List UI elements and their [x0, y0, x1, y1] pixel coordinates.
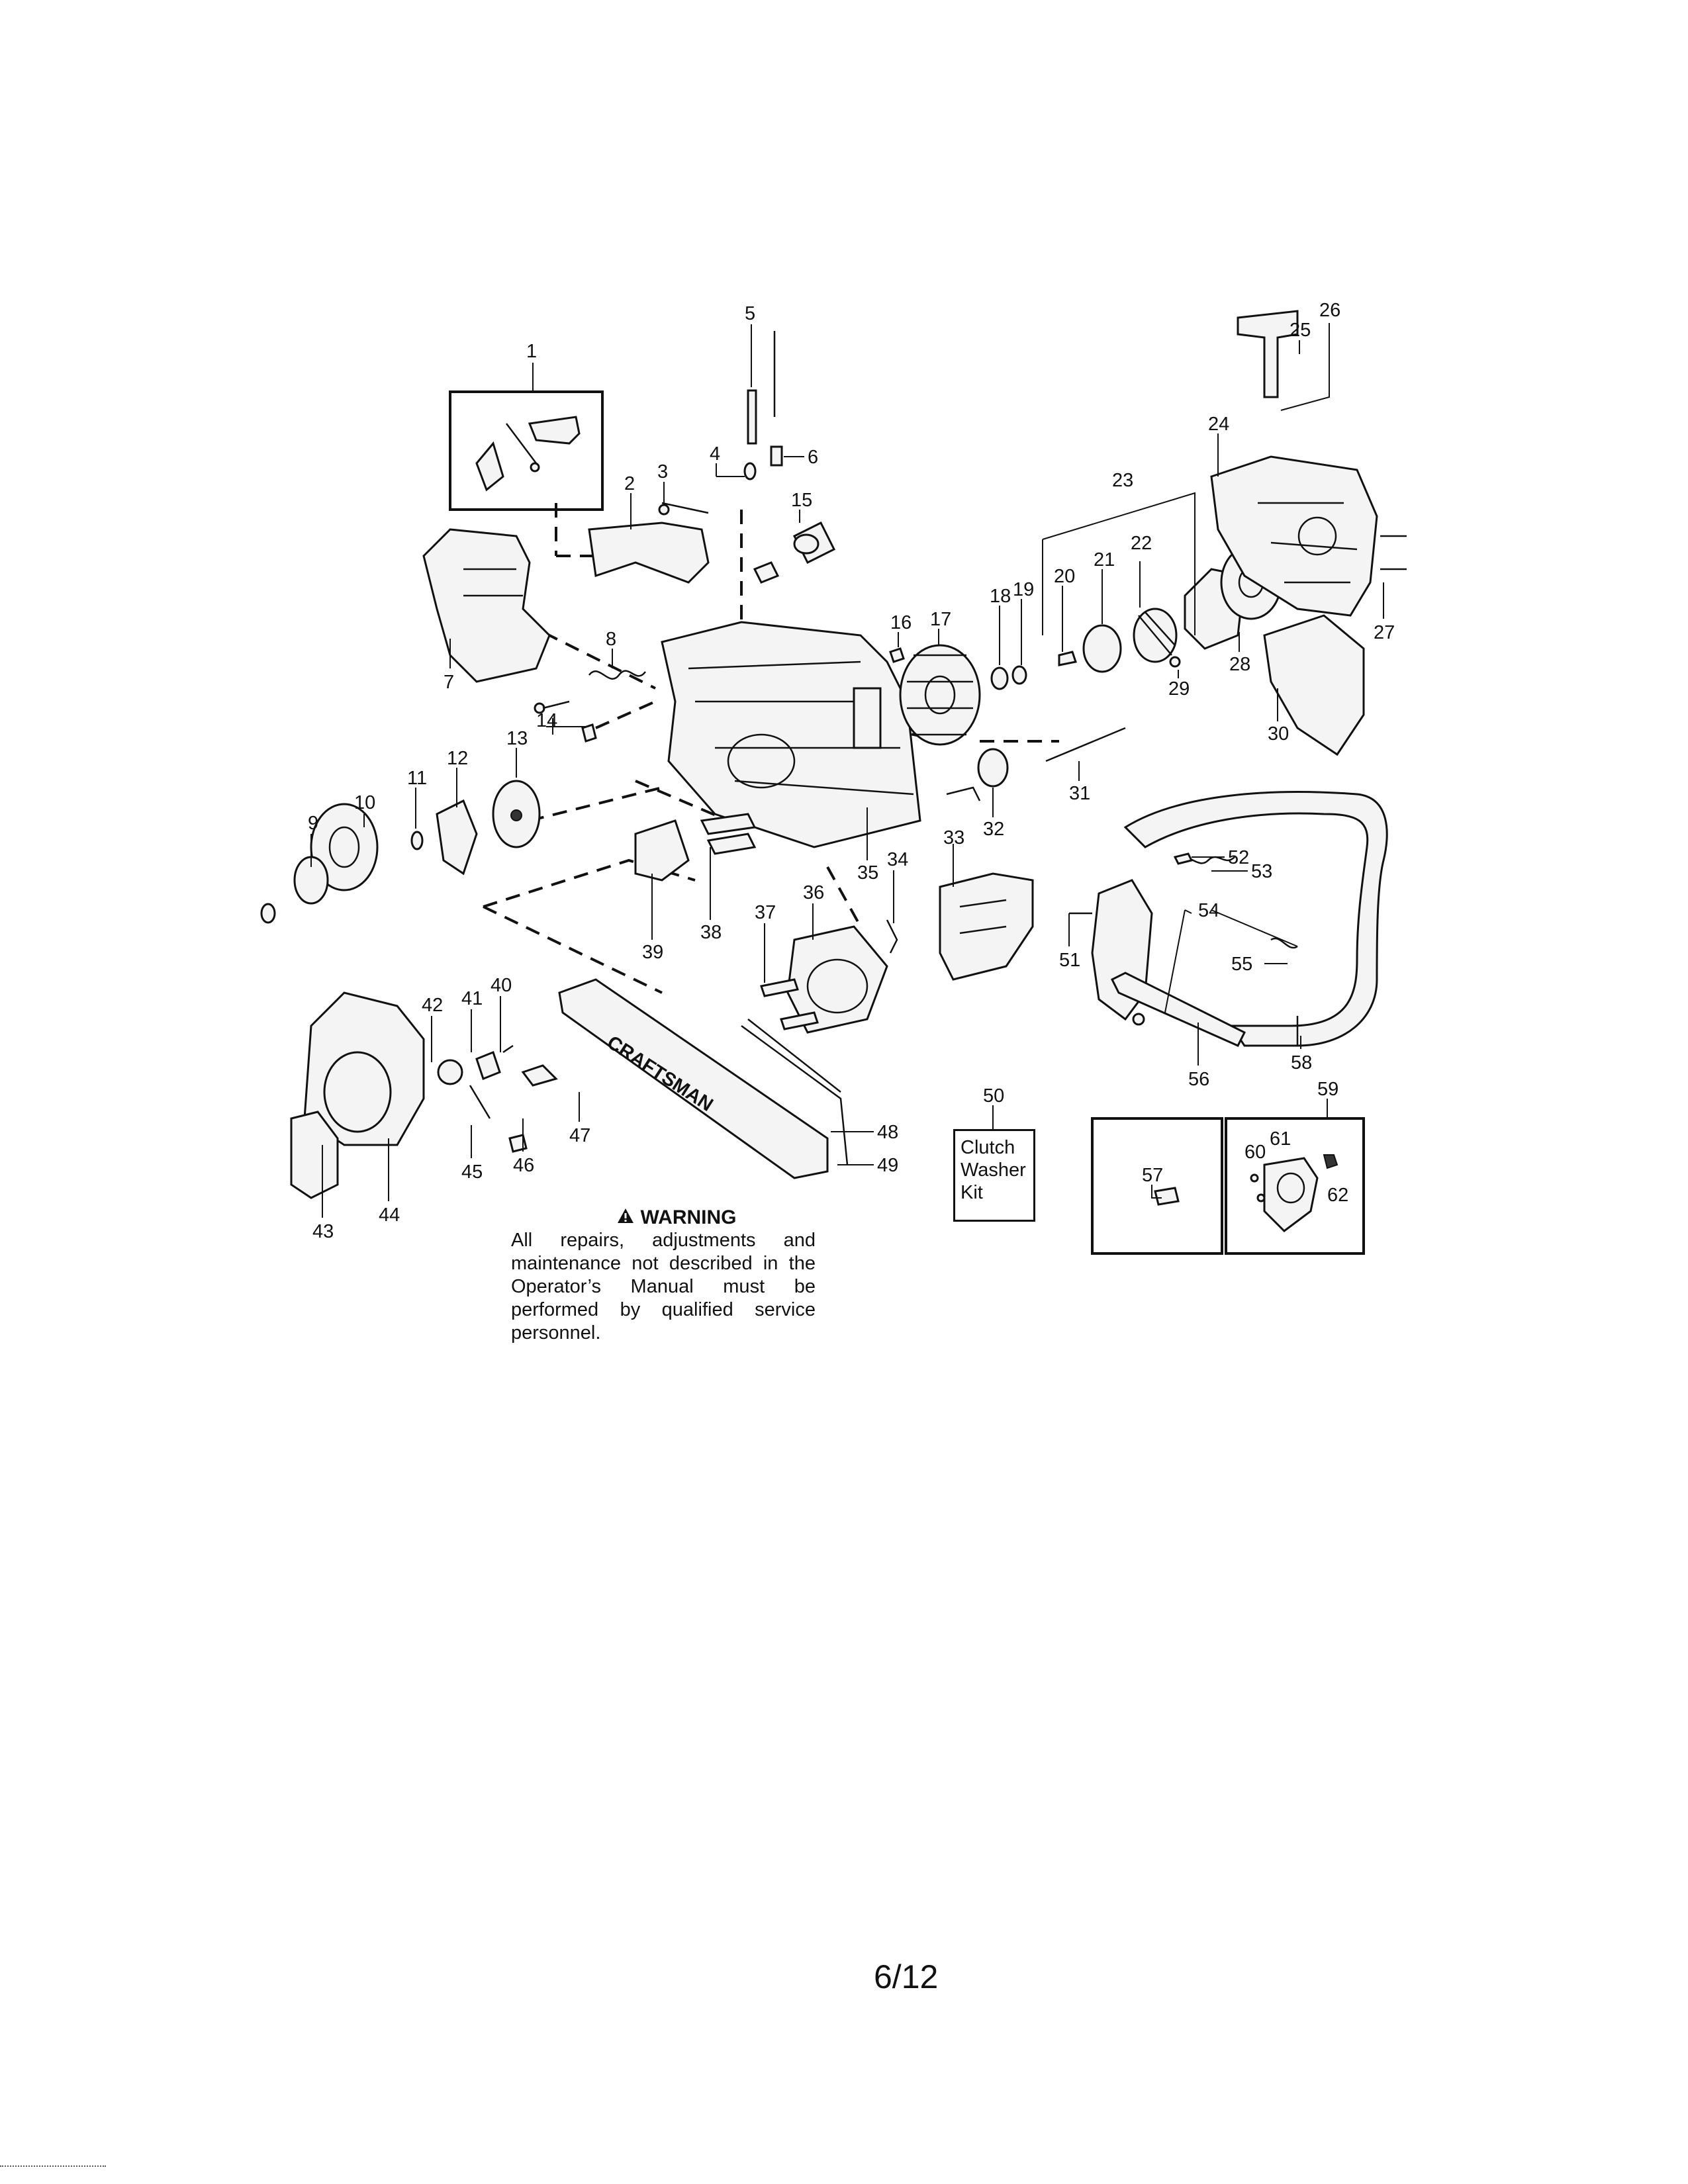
callout-57: 57: [1142, 1165, 1163, 1186]
callout-3: 3: [657, 461, 668, 482]
callout-38: 38: [700, 922, 722, 943]
callout-16: 16: [890, 612, 912, 633]
callout-7: 7: [444, 672, 454, 693]
leader-lines: [310, 323, 1384, 1218]
part-callout-numbers: 1 2 3 4 5 6 7 8 9 10 11 12 13 14 15 16 1…: [308, 300, 1395, 1242]
callout-32: 32: [983, 819, 1004, 840]
callout-40: 40: [491, 975, 512, 996]
part-1-kit-box: [449, 390, 604, 511]
parts-kit-boxes: [1091, 1117, 1365, 1255]
clutch-cover-parts: [290, 991, 514, 1199]
clutch-kit-line-2: Washer: [961, 1160, 1026, 1181]
crankcase-body: [661, 621, 921, 848]
callout-9: 9: [308, 813, 318, 834]
clutch-washer-kit-box: Clutch Washer Kit: [953, 1129, 1035, 1222]
callout-50: 50: [983, 1085, 1004, 1107]
callout-33: 33: [943, 827, 964, 848]
callout-41: 41: [461, 988, 483, 1009]
callout-19: 19: [1013, 579, 1034, 600]
clutch-kit-line-3: Kit: [961, 1182, 983, 1203]
callout-42: 42: [422, 995, 443, 1016]
callout-30: 30: [1268, 723, 1289, 745]
front-handle-and-brake: [1069, 791, 1388, 1047]
callout-8: 8: [606, 629, 616, 650]
callout-55: 55: [1231, 954, 1252, 975]
callout-25: 25: [1289, 320, 1311, 341]
callout-60: 60: [1244, 1142, 1266, 1163]
callout-5: 5: [745, 303, 755, 324]
warning-triangle-icon: [617, 1208, 633, 1223]
callout-58: 58: [1291, 1052, 1312, 1073]
callout-39: 39: [642, 942, 663, 963]
callout-21: 21: [1094, 549, 1115, 570]
flywheel-and-washers: [899, 608, 1178, 746]
callout-45: 45: [461, 1161, 483, 1183]
starter-housing-parts: [1169, 310, 1407, 756]
callout-59: 59: [1317, 1079, 1338, 1100]
clutch-kit-line-1: Clutch: [961, 1137, 1015, 1158]
callout-2: 2: [624, 473, 635, 494]
top-small-parts: [743, 331, 905, 663]
callout-27: 27: [1374, 622, 1395, 643]
bar-side-parts: [634, 727, 1126, 1034]
callout-29: 29: [1168, 678, 1190, 700]
callout-51: 51: [1059, 950, 1080, 971]
callout-46: 46: [513, 1155, 534, 1176]
callout-53: 53: [1251, 861, 1272, 882]
footer-dotted-rule: [0, 2165, 106, 2167]
callout-17: 17: [930, 609, 951, 630]
callout-4: 4: [710, 443, 720, 465]
callout-34: 34: [887, 849, 908, 870]
warning-title-text: WARNING: [640, 1206, 737, 1228]
callout-61: 61: [1270, 1128, 1291, 1150]
callout-20: 20: [1054, 566, 1075, 587]
callout-15: 15: [791, 490, 812, 511]
callout-52: 52: [1228, 847, 1249, 868]
callout-10: 10: [354, 792, 375, 813]
callout-11: 11: [407, 768, 427, 789]
callout-44: 44: [379, 1205, 400, 1226]
callout-22: 22: [1131, 533, 1152, 554]
callout-24: 24: [1208, 414, 1229, 435]
callout-1: 1: [526, 341, 537, 362]
callout-62: 62: [1327, 1185, 1348, 1206]
clutch-side-parts: [260, 670, 646, 924]
callout-37: 37: [755, 902, 776, 923]
callout-14: 14: [536, 710, 557, 731]
callout-23: 23: [1112, 470, 1133, 491]
callout-18: 18: [990, 586, 1011, 607]
callout-56: 56: [1188, 1069, 1209, 1090]
warning-body: All repairs, adjustments and maintenance…: [511, 1230, 816, 1343]
callout-47: 47: [569, 1125, 590, 1146]
callout-43: 43: [312, 1221, 334, 1242]
callout-35: 35: [857, 862, 878, 884]
callout-36: 36: [803, 882, 824, 903]
rear-handle-parts: [422, 502, 710, 683]
warning-heading: WARNING: [511, 1206, 816, 1229]
page-number: 6/12: [874, 1958, 939, 1995]
callout-6: 6: [808, 447, 818, 468]
callout-28: 28: [1229, 654, 1250, 675]
callout-13: 13: [506, 728, 528, 749]
callout-48: 48: [877, 1122, 898, 1143]
callout-49: 49: [877, 1155, 898, 1176]
callout-26: 26: [1319, 300, 1340, 321]
callout-12: 12: [447, 748, 468, 769]
callout-31: 31: [1069, 783, 1090, 804]
warning-notice: WARNING All repairs, adjustments and mai…: [511, 1206, 816, 1345]
callout-54: 54: [1198, 900, 1219, 921]
